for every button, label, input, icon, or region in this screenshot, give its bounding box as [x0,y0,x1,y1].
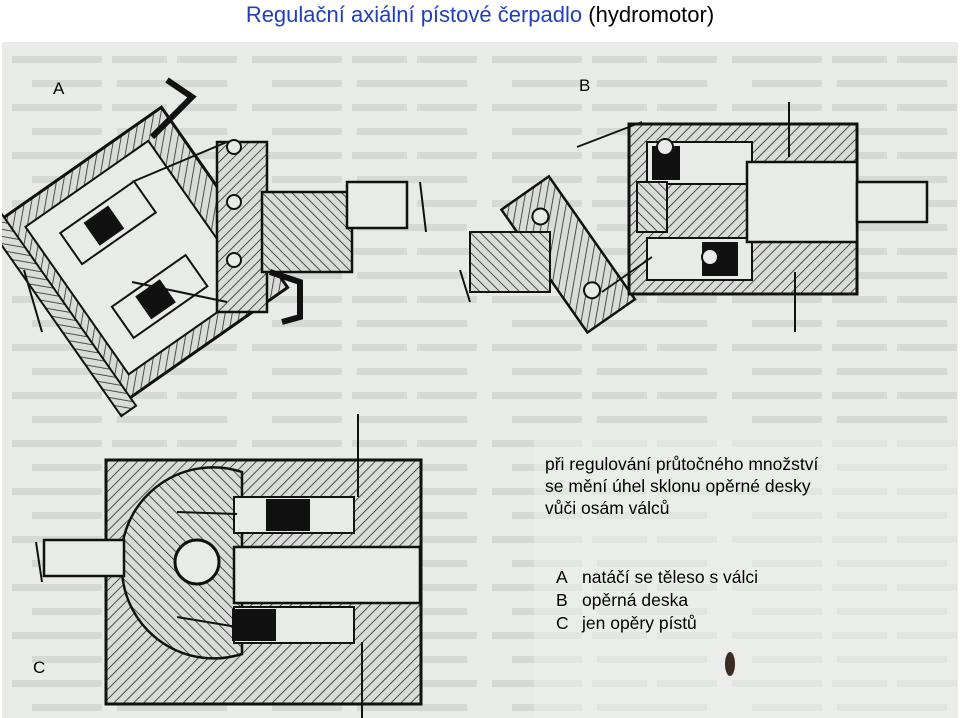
legend-key: B [556,590,568,610]
caption-line: se mění úhel sklonu opěrné desky [545,476,811,496]
legend-key: A [556,567,568,587]
legend-text: natáčí se těleso s válci [582,567,759,587]
legend-text: opěrná deska [582,590,689,610]
panel-label-c: C [33,658,46,677]
caption-line: vůči osám válců [545,498,670,518]
title-main: Regulační axiální pístové čerpadlo [245,2,583,27]
diagram-a [2,105,290,418]
panel-label-b: B [579,76,591,95]
scanned-diagram-photo [2,42,958,718]
panel-label-a: A [53,79,65,98]
legend-text: jen opěry pístů [582,613,697,633]
caption-text: při regulování průtočného množství se mě… [545,453,818,519]
legend-key: C [556,613,569,633]
title-suffix: (hydromotor) [588,2,715,27]
slide-title: Regulační axiální pístové čerpadlo (hydr… [0,2,960,28]
caption-line: při regulování průtočného množství [545,454,819,474]
